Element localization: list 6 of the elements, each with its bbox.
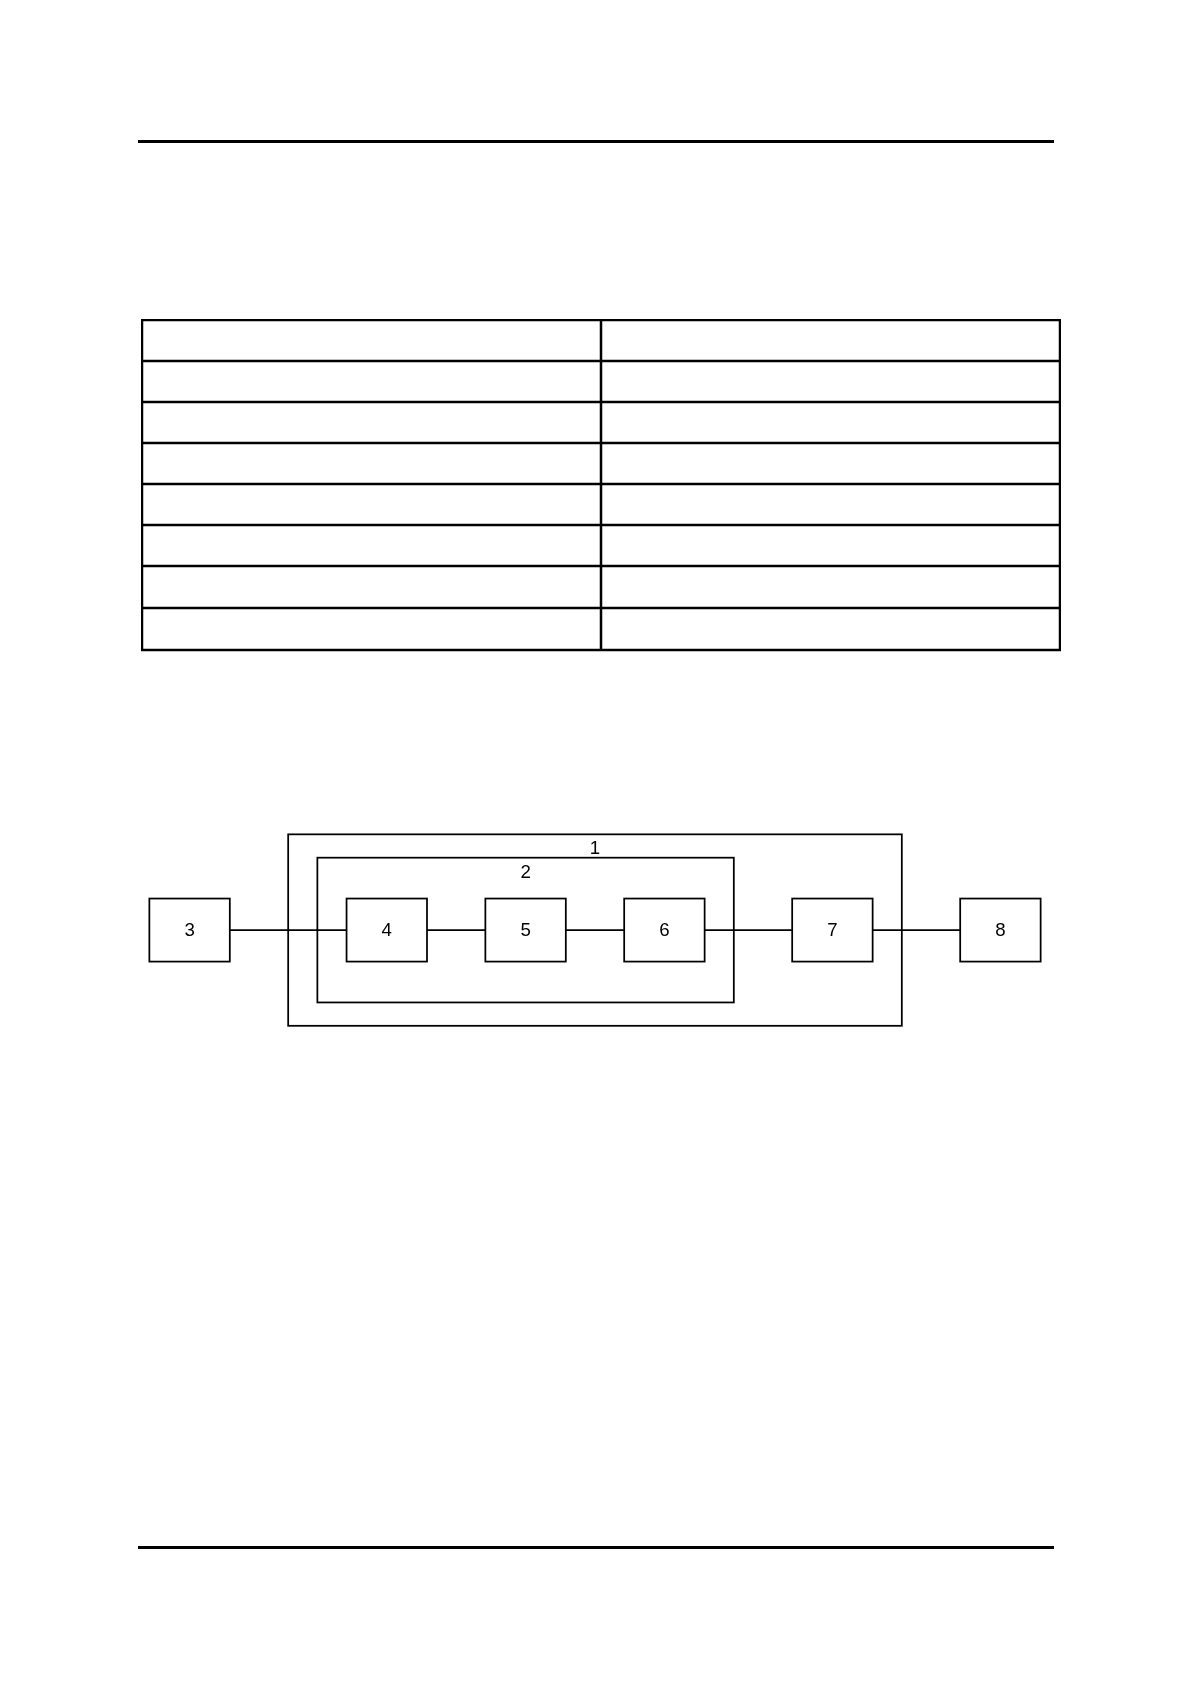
- node-box: 3: [148, 897, 231, 963]
- node-box: 5: [484, 897, 567, 963]
- node-box: 4: [345, 897, 428, 963]
- node-box: 6: [623, 897, 706, 963]
- node-box: 7: [791, 897, 874, 963]
- node-box: 8: [959, 897, 1042, 963]
